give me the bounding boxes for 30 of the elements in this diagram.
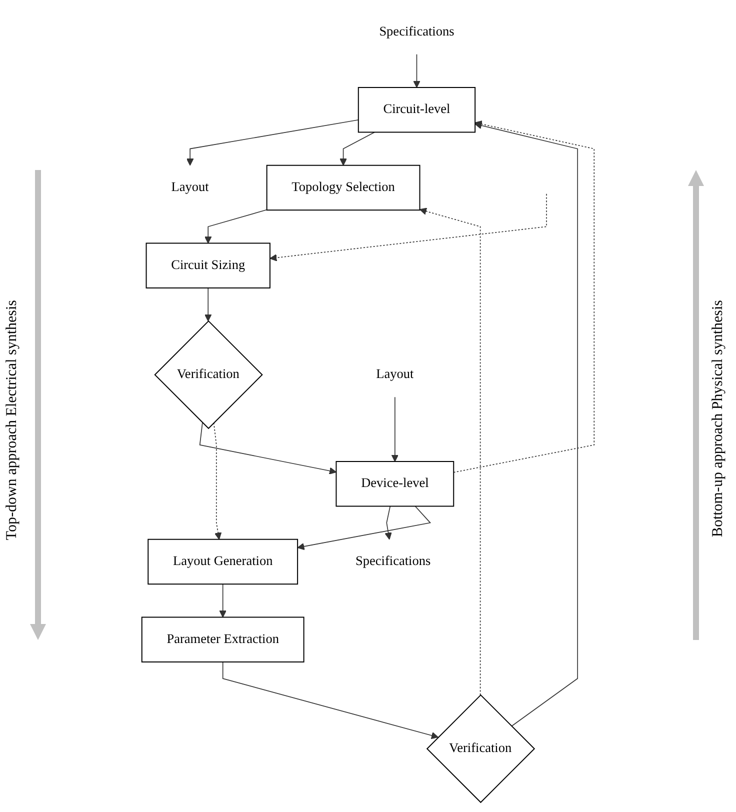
node-text: Layout (376, 367, 414, 382)
node-box: Device-level (336, 461, 454, 507)
arrow (199, 422, 337, 474)
side-note: Top-down approach Electrical synthesis (4, 300, 21, 540)
node-text: Specifications (356, 554, 431, 568)
side-note: Bottom-up approach Physical synthesis (710, 300, 727, 538)
node-text: Layout (171, 180, 209, 194)
node-box: Parameter Extraction (141, 616, 304, 662)
arrow (474, 122, 578, 727)
arrow (384, 506, 392, 540)
node-text: Specifications (379, 24, 454, 39)
arrow (340, 132, 375, 166)
node-box: Topology Selection (266, 164, 420, 211)
node-box: Layout Generation (148, 538, 298, 585)
arrow (419, 208, 481, 696)
arrow (453, 120, 595, 473)
arrow (297, 506, 432, 550)
arrow (204, 288, 212, 322)
arrow (219, 584, 226, 618)
node-diamond: Verification (426, 694, 536, 804)
arrow (213, 422, 222, 540)
arrow (204, 209, 268, 244)
arrow (391, 396, 399, 462)
arrow (270, 194, 547, 262)
node-box: Circuit-level (358, 87, 476, 133)
node-box: Circuit Sizing (146, 242, 270, 288)
arrow (186, 119, 359, 166)
arrow (413, 54, 420, 88)
node-diamond: Verification (154, 320, 263, 430)
arrow (222, 662, 438, 740)
